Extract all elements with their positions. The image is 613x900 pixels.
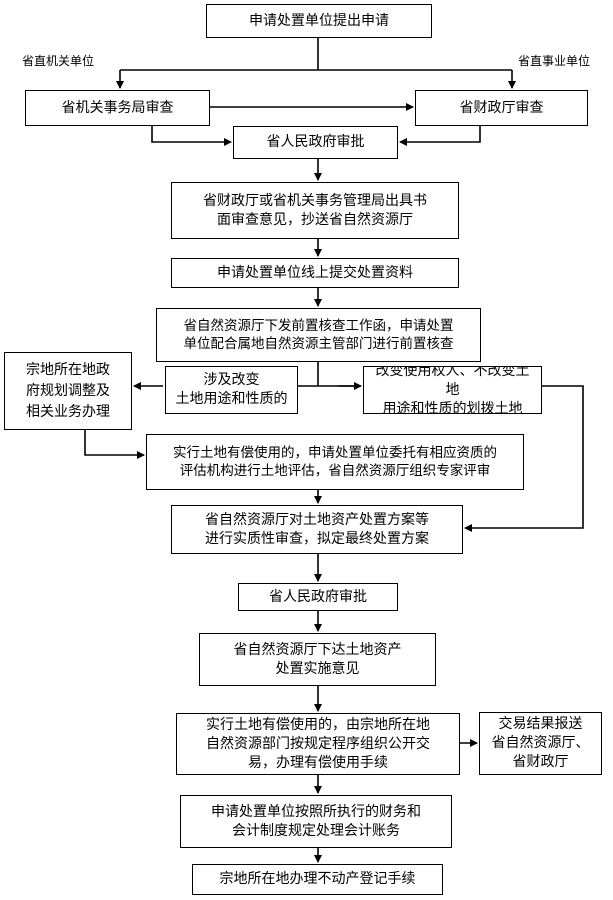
box-gov-approval-2: 省人民政府审批 xyxy=(238,583,398,611)
box-apply: 申请处置单位提出申请 xyxy=(206,4,432,38)
box-substantive-review: 省自然资源厅对土地资产处置方案等 进行实质性审查，拟定最终处置方案 xyxy=(171,505,463,554)
box-admin-review: 省机关事务局审查 xyxy=(25,90,210,126)
box-gov-approval-1: 省人民政府审批 xyxy=(233,126,398,159)
box-change-use: 涉及改变 土地用途和性质的 xyxy=(165,366,298,414)
box-paid-evaluation: 实行土地有偿使用的，申请处置单位委托有相应资质的 评估机构进行土地评估，省自然资… xyxy=(146,434,524,490)
box-public-transaction: 实行土地有偿使用的，由宗地所在地 自然资源部门按规定程序组织公开交 易，办理有偿… xyxy=(176,713,460,775)
box-pre-check: 省自然资源厅下发前置核查工作函，申请处置 单位配合属地自然资源主管部门进行前置核… xyxy=(156,308,481,362)
label-direct-enterprise: 省直事业单位 xyxy=(518,54,591,68)
box-no-change: 改变使用权人、不改变土地 用途和性质的划拨土地 xyxy=(363,366,542,414)
arrow-finance-to-approval xyxy=(399,126,481,146)
box-implementation: 省自然资源厅下达土地资产 处置实施意见 xyxy=(199,633,436,686)
arrow-admin-to-approval xyxy=(151,126,232,146)
box-review-opinion: 省财政厅或省机关事务管理局出具书 面审查意见，抄送省自然资源厅 xyxy=(171,182,459,239)
box-registration: 宗地所在地办理不动产登记手续 xyxy=(192,864,443,895)
box-report-result: 交易结果报送 省自然资源厅、 省财政厅 xyxy=(479,712,602,775)
box-submit-online: 申请处置单位线上提交处置资料 xyxy=(171,258,459,288)
box-accounting: 申请处置单位按照所执行的财务和 会计制度规定处理会计账务 xyxy=(180,795,452,848)
box-local-gov: 宗地所在地政 府规划调整及 相关业务办理 xyxy=(4,352,132,430)
arrow-localgov-to-evaluation xyxy=(84,430,145,459)
arrow-nochange-to-review xyxy=(464,385,584,532)
label-direct-agency: 省直机关单位 xyxy=(22,54,95,68)
box-finance-review: 省财政厅审查 xyxy=(415,90,588,126)
